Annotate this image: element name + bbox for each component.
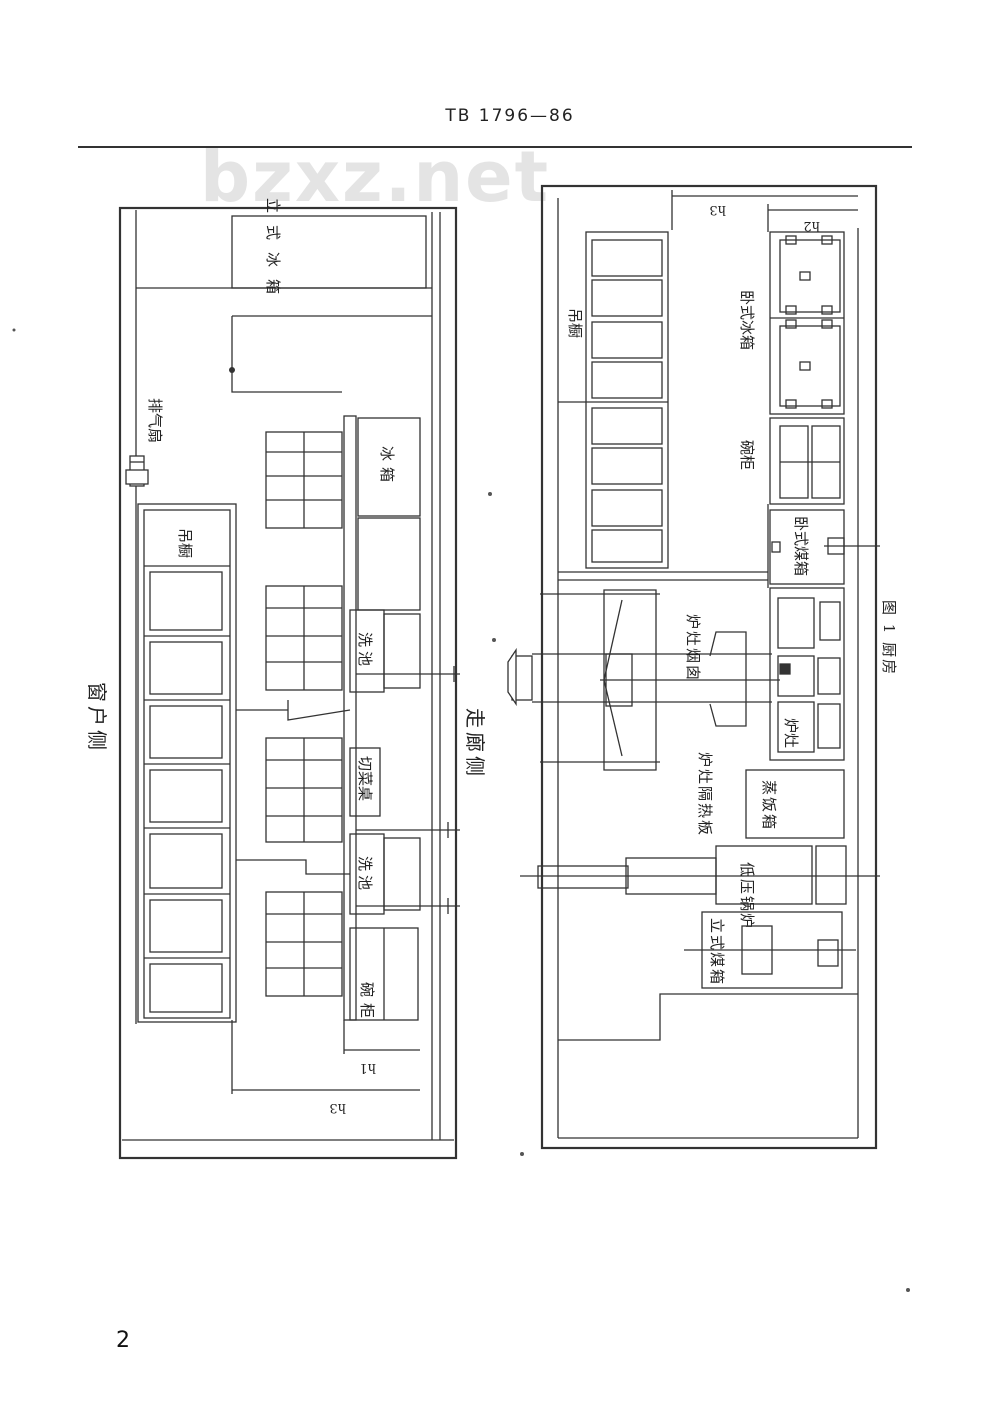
dim-h3-right: h3	[709, 202, 726, 217]
stove	[769, 587, 845, 761]
window-side-label: 窗户侧	[85, 682, 109, 754]
left-panel: 立式冰箱 排气扇 吊	[85, 198, 487, 1160]
document-code-header: TB 1796—86	[445, 106, 575, 126]
watermark: bzxz.net	[200, 136, 551, 218]
right-hanging-cabinet	[585, 231, 669, 569]
rice-steamer-box-label: 蒸饭箱	[760, 780, 778, 831]
horizontal-fridge-label: 卧式冰箱	[738, 290, 756, 350]
corridor-side-label: 走廊侧	[463, 708, 487, 780]
hanging-cabinet-label: 吊橱	[176, 528, 194, 558]
upright-coal-box-label: 立式煤箱	[708, 918, 726, 986]
exhaust-fan-label: 排气扇	[146, 398, 164, 443]
header-rule	[78, 146, 912, 148]
bowl-cabinet-label: 碗柜	[358, 982, 376, 1024]
dim-h1-left: h1	[359, 1060, 376, 1075]
sink-2-label: 洗池	[356, 856, 374, 894]
stove-heat-shield-label: 炉灶隔热板	[696, 752, 714, 837]
stove-chimney	[532, 589, 780, 771]
fridge	[357, 417, 421, 517]
fridge-label: 冰箱	[378, 446, 396, 488]
dimension-lines-left	[231, 1020, 420, 1094]
low-pressure-boiler-label: 低压锅炉	[738, 862, 756, 930]
page-number: 2	[116, 1328, 130, 1353]
upright-fridge-label: 立式冰箱	[264, 198, 282, 306]
horizontal-coal-box-label: 卧式煤箱	[792, 516, 810, 576]
hanging-cabinet	[137, 503, 237, 1023]
rice-steamer-box	[745, 769, 845, 839]
dim-h2-right: h2	[803, 218, 820, 233]
low-pressure-boiler	[520, 845, 880, 905]
scan-specks	[12, 328, 910, 1292]
dim-h3-left: h3	[329, 1100, 346, 1115]
chimney-cap	[507, 647, 533, 707]
figure-caption: 图 1 厨房	[880, 600, 898, 676]
right-panel-outer-wall	[540, 184, 878, 1150]
stove-label: 炉灶	[782, 718, 800, 748]
right-bowl-cabinet	[769, 417, 845, 505]
cutting-table-label: 切菜桌	[356, 756, 374, 801]
cutting-table	[349, 747, 381, 817]
horizontal-fridge	[769, 231, 845, 415]
right-bowl-cabinet-label: 碗柜	[738, 440, 756, 470]
window-grilles	[265, 431, 343, 997]
sink-1-label: 洗池	[356, 632, 374, 670]
right-panel: h3 h2 吊橱 卧式冰箱	[507, 184, 898, 1150]
upright-fridge	[231, 215, 427, 289]
left-panel-outer-wall	[118, 206, 458, 1160]
stove-chimney-label: 炉灶烟囱	[684, 614, 702, 682]
right-hanging-cabinet-label: 吊橱	[566, 308, 584, 338]
exhaust-fan	[125, 455, 149, 487]
